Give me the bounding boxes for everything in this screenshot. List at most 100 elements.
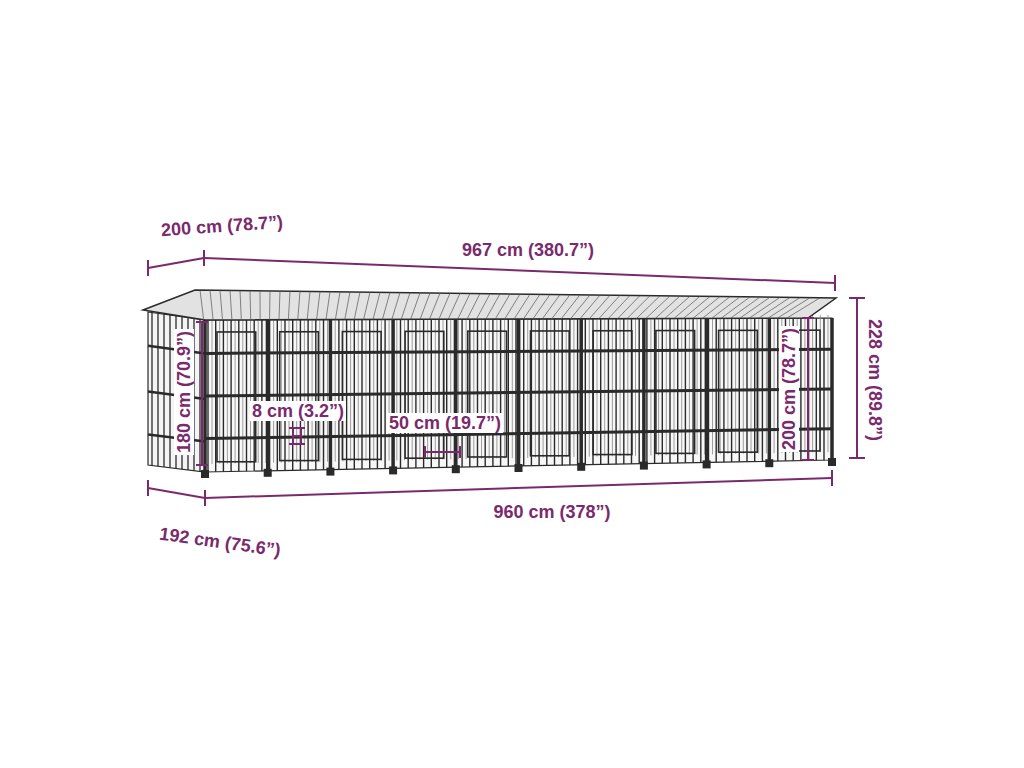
roof-rib [561, 295, 580, 319]
rear-bar [250, 317, 251, 463]
rear-bar [735, 315, 736, 454]
panel-post [642, 319, 646, 468]
roof-rib [571, 295, 590, 319]
dimension-label: 192 cm (75.6”) [156, 523, 284, 560]
roof-rib [580, 295, 600, 319]
roof-rib [364, 292, 370, 319]
roof-rib [269, 291, 270, 320]
roof-rib [260, 291, 261, 320]
panel-post [579, 319, 583, 469]
roof-rib [448, 293, 460, 319]
roof [143, 290, 836, 320]
dimension-tick [289, 443, 297, 445]
rear-bar [597, 316, 598, 457]
rear-bar [727, 315, 728, 454]
dimension-tick [834, 275, 836, 291]
rear-bar [543, 316, 544, 458]
rear-bar [697, 315, 698, 454]
roof-rib [646, 296, 670, 319]
rear-bar [527, 316, 528, 458]
roof-rib [467, 294, 480, 320]
rear-bar [504, 316, 505, 458]
post-foot [201, 470, 209, 478]
roof-rib [420, 293, 430, 319]
roof-rib [429, 293, 440, 319]
dimension-label: 200 cm (78.7”) [158, 212, 285, 241]
dimension-line [425, 451, 460, 453]
rear-bar [319, 317, 320, 462]
rear-bar [535, 316, 536, 458]
dimension-line [807, 318, 809, 460]
roof-rib [230, 290, 232, 319]
roof-rib [778, 298, 810, 318]
dimension-tick [204, 490, 206, 506]
post-foot [264, 469, 272, 477]
door-frame [217, 332, 256, 462]
dimension-tick [203, 250, 205, 266]
rear-bar [804, 315, 805, 452]
rear-bar [304, 317, 305, 462]
side-panel [148, 312, 205, 472]
rear-bar [289, 317, 290, 463]
rear-bar [219, 317, 220, 464]
dimension-line [148, 488, 205, 498]
door-frame [342, 332, 381, 460]
rear-bar [828, 315, 829, 452]
dimension-label: 967 cm (380.7”) [460, 240, 596, 260]
rear-bar [373, 316, 374, 460]
post-foot [703, 460, 711, 468]
roof-rib [220, 290, 223, 320]
rear-bar [412, 316, 413, 460]
dimension-tick [849, 457, 865, 459]
rear-bar [335, 317, 336, 462]
dimension-tick [297, 443, 305, 445]
rear-bar [720, 315, 721, 454]
post-foot [577, 463, 585, 471]
rear-bar [419, 316, 420, 460]
dimension-tick [459, 446, 461, 458]
roof-rib [759, 297, 790, 318]
rear-bar [281, 317, 282, 463]
rear-bar [481, 316, 482, 459]
dimension-tick [297, 427, 305, 429]
panel-post [517, 319, 521, 470]
dimension-label: 228 cm (89.8”) [865, 317, 885, 443]
roof-rib [345, 292, 350, 320]
dimension-label: 50 cm (19.7”) [387, 413, 503, 433]
door-frame [280, 332, 319, 461]
side-bar [157, 313, 158, 466]
roof-rib [288, 291, 290, 320]
dimension-label: 200 cm (78.7”) [779, 326, 799, 452]
panel-rail [205, 429, 832, 439]
dimension-line [205, 478, 832, 498]
rear-bar [650, 316, 651, 456]
rear-bar [227, 317, 228, 464]
roof-rib [317, 292, 320, 320]
dimension-label: 180 cm (70.9”) [174, 329, 194, 455]
dimension-tick [849, 297, 865, 299]
roof-rib [636, 296, 660, 319]
rear-bar [620, 316, 621, 456]
post-foot [640, 462, 648, 470]
dimension-tick [196, 321, 208, 323]
roof-rib [768, 298, 800, 319]
rear-bar [743, 315, 744, 453]
rear-bar [489, 316, 490, 459]
dimension-tick [203, 250, 205, 266]
rear-bar [550, 316, 551, 458]
roof-rib [200, 290, 204, 320]
roof-rib [505, 294, 520, 319]
door-frame [468, 331, 507, 457]
roof-rib [240, 291, 241, 320]
dimension-lines [148, 250, 865, 506]
dimension-line [856, 298, 858, 458]
roof-rib [740, 297, 770, 318]
door-frame [656, 331, 695, 454]
dimension-tick [424, 446, 426, 458]
rear-bar [812, 315, 813, 452]
rear-bar [466, 316, 467, 459]
roof-rib [599, 295, 620, 318]
roof-rib [618, 296, 640, 319]
roof-rib [392, 293, 400, 320]
